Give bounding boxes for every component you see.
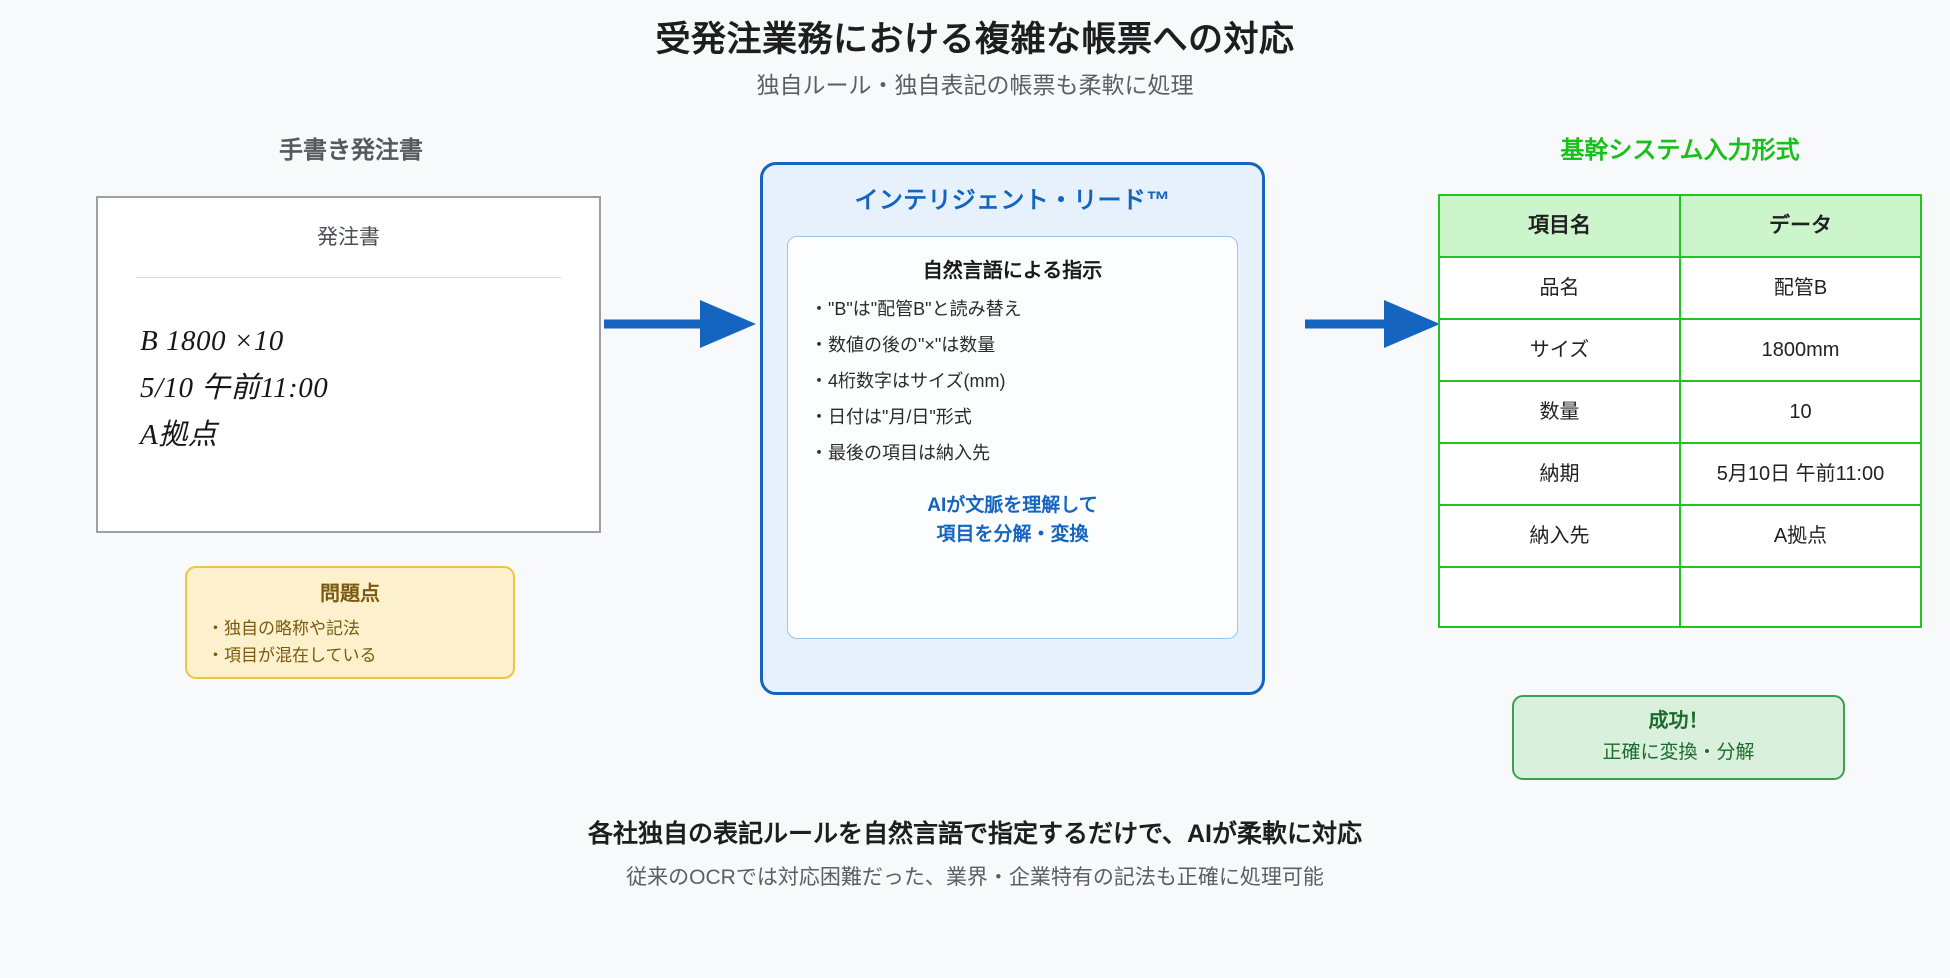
instruction-rule-item: ・4桁数字はサイズ(mm) — [810, 371, 1006, 391]
success-subtitle: 正確に変換・分解 — [1602, 742, 1755, 763]
right-column-heading: 基幹システム入力形式 — [1560, 137, 1800, 164]
flow-arrow-right-icon — [1305, 300, 1440, 348]
table-header-row: 項目名 データ — [1438, 194, 1922, 258]
problem-callout-box: 問題点 ・独自の略称や記法 ・項目が混在している — [185, 566, 515, 679]
header: 受発注業務における複雑な帳票への対応 独自ルール・独自表記の帳票も柔軟に処理 — [0, 18, 1950, 101]
document-divider — [136, 277, 561, 279]
engine-note: AIが文脈を理解して 項目を分解・変換 — [810, 492, 1215, 549]
instruction-rule-item: ・数値の後の"×"は数量 — [810, 335, 996, 355]
handwritten-order-card: 発注書 B 1800 ×10 5/10 午前11:00 A拠点 — [96, 196, 601, 533]
handwritten-line: B 1800 ×10 — [140, 325, 284, 358]
instruction-rule-item: ・日付は"月/日"形式 — [810, 407, 972, 427]
problem-title: 問題点 — [320, 583, 380, 605]
table-cell-value: 5月10日 午前11:00 — [1679, 442, 1922, 506]
table-row: 品名 配管B — [1438, 256, 1922, 320]
engine-note-line: AIが文脈を理解して — [927, 495, 1098, 516]
table-row: 納期 5月10日 午前11:00 — [1438, 442, 1922, 506]
footer-sub-text: 従来のOCRでは対応困難だった、業界・企業特有の記法も正確に処理可能 — [626, 865, 1324, 889]
table-cell-value — [1679, 566, 1922, 628]
success-callout-box: 成功！ 正確に変換・分解 — [1512, 695, 1845, 780]
table-column-header: データ — [1679, 194, 1922, 258]
flow-arrow-right-icon — [604, 300, 756, 348]
instruction-rule-item: ・最後の項目は納入先 — [810, 443, 990, 463]
table-row-empty — [1438, 566, 1922, 628]
table-cell-field — [1438, 566, 1681, 628]
footer-main-text: 各社独自の表記ルールを自然言語で指定するだけで、AIが柔軟に対応 — [587, 820, 1362, 848]
table-row: 納入先 A拠点 — [1438, 504, 1922, 568]
instruction-rule-list: ・"B"は"配管B"と読み替え ・数値の後の"×"は数量 ・4桁数字はサイズ(m… — [810, 300, 1215, 462]
document-title: 発注書 — [317, 226, 380, 249]
left-column-heading: 手書き発注書 — [279, 137, 423, 164]
handwritten-line: 5/10 午前11:00 — [140, 372, 329, 405]
engine-note-line: 項目を分解・変換 — [936, 523, 1089, 545]
table-cell-field: 数量 — [1438, 380, 1681, 444]
problem-list-item: ・独自の略称や記法 — [207, 619, 360, 638]
table-column-header: 項目名 — [1438, 194, 1681, 258]
intelligent-read-panel: インテリジェント・リード™ 自然言語による指示 ・"B"は"配管B"と読み替え … — [760, 162, 1265, 695]
page-subtitle: 独自ルール・独自表記の帳票も柔軟に処理 — [756, 71, 1194, 98]
table-cell-field: 納入先 — [1438, 504, 1681, 568]
engine-title: インテリジェント・リード™ — [854, 187, 1171, 214]
table-cell-value: 10 — [1679, 380, 1922, 444]
table-row: 数量 10 — [1438, 380, 1922, 444]
instruction-rule-item: ・"B"は"配管B"と読み替え — [810, 299, 1022, 319]
table-cell-value: 配管B — [1679, 256, 1922, 320]
table-cell-field: 品名 — [1438, 256, 1681, 320]
handwritten-line: A拠点 — [140, 419, 218, 452]
table-row: サイズ 1800mm — [1438, 318, 1922, 382]
problem-list-item: ・項目が混在している — [207, 646, 377, 666]
page-title: 受発注業務における複雑な帳票への対応 — [655, 20, 1295, 59]
problem-list: ・独自の略称や記法 ・項目が混在している — [205, 615, 495, 669]
instructions-title: 自然言語による指示 — [922, 260, 1103, 282]
table-cell-field: 納期 — [1438, 442, 1681, 506]
success-title: 成功！ — [1648, 710, 1709, 732]
natural-language-instructions-card: 自然言語による指示 ・"B"は"配管B"と読み替え ・数値の後の"×"は数量 ・… — [787, 236, 1238, 639]
table-cell-value: A拠点 — [1679, 504, 1922, 568]
system-input-table: 項目名 データ 品名 配管B サイズ 1800mm 数量 10 納期 5月10日… — [1438, 194, 1922, 628]
table-cell-field: サイズ — [1438, 318, 1681, 382]
footer: 各社独自の表記ルールを自然言語で指定するだけで、AIが柔軟に対応 従来のOCRで… — [0, 818, 1950, 891]
handwritten-text-block: B 1800 ×10 5/10 午前11:00 A拠点 — [132, 318, 565, 459]
table-cell-value: 1800mm — [1679, 318, 1922, 382]
